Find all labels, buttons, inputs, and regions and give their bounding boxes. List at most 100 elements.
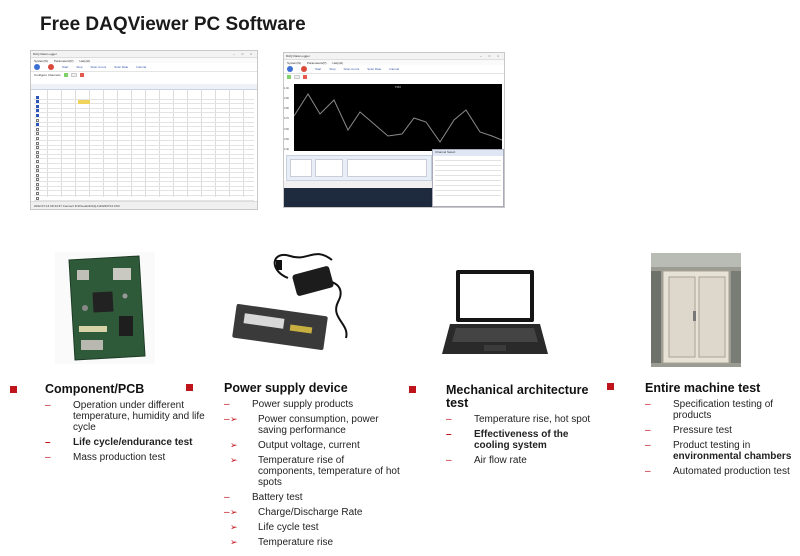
column-heading: Entire machine test: [645, 381, 761, 395]
row-checkbox: [36, 118, 39, 122]
config-chip-white: [70, 73, 77, 77]
list-item: Specification testing of products: [645, 399, 795, 421]
popup-row: [435, 186, 501, 191]
popup-header: Channel Select: [433, 150, 503, 156]
window-controls: – □ ×: [480, 54, 502, 58]
row-checkbox: [36, 159, 39, 163]
list-item: Temperature rise, hot spot: [446, 414, 606, 425]
y-tick-label: 0.60: [284, 127, 289, 131]
menu-item-help: Help(H): [79, 58, 90, 63]
table-row: [34, 127, 254, 132]
table-row: [34, 123, 254, 128]
table-row: [34, 164, 254, 169]
environmental-chamber-photo: [651, 253, 741, 367]
row-checkbox: [36, 141, 39, 145]
y-tick-label: 0.90: [284, 97, 289, 101]
config-chip-red: [79, 73, 84, 77]
series-line: [294, 93, 502, 143]
list-item: Operation under different temperature, h…: [45, 400, 205, 433]
table-row: [34, 104, 254, 109]
list-item: Effectiveness of the cooling system: [446, 429, 606, 451]
item-list: Power supply products Power consumption,…: [224, 399, 434, 548]
list-item: Automated production test: [645, 466, 795, 477]
table-row: [34, 118, 254, 123]
toolbar-scan-count-label: Scan Count: [90, 65, 107, 69]
popup-row: [435, 156, 501, 161]
toolbar-stop-label: Stop: [76, 65, 83, 69]
menu-item-parameters: Parameters(P): [54, 58, 74, 63]
y-tick-label: 0.40: [284, 147, 289, 151]
control-box: [347, 159, 427, 177]
menu-bar: System(S) Parameters(P) Help(H): [284, 60, 504, 65]
popup-row: [435, 161, 501, 166]
menu-item-parameters: Parameters(P): [307, 60, 327, 65]
chamber-illustration: [651, 253, 741, 367]
column-heading: Power supply device: [224, 381, 348, 395]
column-mechanical: Mechanical architecture test Temperature…: [446, 384, 606, 470]
row-checkbox: [36, 109, 39, 113]
row-checkbox: [36, 187, 39, 191]
table-row: [34, 187, 254, 192]
row-checkbox: [36, 146, 39, 150]
graph-title: TMX: [395, 85, 401, 89]
menu-item-help: Help(H): [332, 60, 343, 65]
table-row: [34, 169, 254, 174]
item-list: Temperature rise, hot spot Effectiveness…: [446, 414, 606, 466]
pcb-illustration: [68, 255, 146, 361]
menu-item-system: System(S): [34, 58, 49, 63]
sub-list-item: Temperature rise of components, temperat…: [224, 455, 404, 488]
config-bar: [284, 74, 504, 80]
table-row: [34, 178, 254, 183]
row-checkbox: [36, 113, 39, 117]
toolbar-start-label: Start: [315, 67, 322, 71]
channel-table: [34, 95, 254, 209]
power-supply-photo: [228, 240, 358, 370]
toolbar: Start Stop Scan Count Scan Rate Interval: [31, 63, 257, 72]
selected-cell: [78, 99, 90, 104]
popup-row: [435, 171, 501, 176]
column-power-supply: Power supply device Power supply product…: [224, 382, 434, 552]
sub-list: Charge/Discharge Rate Life cycle test Te…: [224, 507, 434, 548]
start-icon: [34, 64, 40, 70]
row-checkbox: [36, 155, 39, 159]
table-grid: [34, 89, 254, 197]
row-checkbox: [36, 169, 39, 173]
control-box: [315, 159, 343, 177]
column-component-pcb: Component/PCB Operation under different …: [45, 383, 205, 467]
page-title: Free DAQViewer PC Software: [40, 14, 306, 35]
column-bullet: [607, 383, 614, 390]
toolbar: Start Stop Scan Count Scan Rate Interval: [284, 65, 504, 74]
menu-item-system: System(S): [287, 60, 302, 65]
column-bullet: [10, 386, 17, 393]
table-row: [34, 155, 254, 160]
menu-bar: System(S) Parameters(P) Help(H): [31, 58, 257, 63]
toolbar-scan-rate-label: Scan Rate: [367, 67, 382, 71]
toolbar-interval-label: Interval: [389, 67, 400, 71]
sub-list-item: Life cycle test: [224, 522, 434, 533]
table-row: [34, 109, 254, 114]
config-bar: Configure Channels: [31, 72, 257, 78]
column-heading: Component/PCB: [45, 382, 145, 396]
row-checkbox: [36, 127, 39, 131]
popup-row: [435, 181, 501, 186]
row-checkbox: [36, 123, 39, 127]
channel-select-popup: Channel Select: [432, 149, 504, 207]
list-item-bold-text: environmental chambers: [673, 451, 792, 462]
popup-row: [435, 166, 501, 171]
row-checkbox: [36, 192, 39, 196]
row-checkbox: [36, 150, 39, 154]
daqviewer-graph-screenshot: DAQ Data Logger – □ × System(S) Paramete…: [283, 52, 505, 208]
config-chip-green: [63, 73, 68, 77]
window-title: DAQ Data Logger: [33, 52, 57, 56]
table-row: [34, 95, 254, 100]
y-tick-label: 0.50: [284, 137, 289, 141]
row-checkbox: [36, 104, 39, 108]
y-tick-label: 0.70: [284, 117, 289, 121]
laptop-photo: [440, 268, 550, 358]
y-tick-label: 0.80: [284, 107, 289, 111]
row-checkbox: [36, 132, 39, 136]
row-checkbox: [36, 95, 39, 99]
column-bullet: [186, 384, 193, 391]
column-entire-machine: Entire machine test Specification testin…: [645, 382, 795, 481]
table-row: [34, 159, 254, 164]
